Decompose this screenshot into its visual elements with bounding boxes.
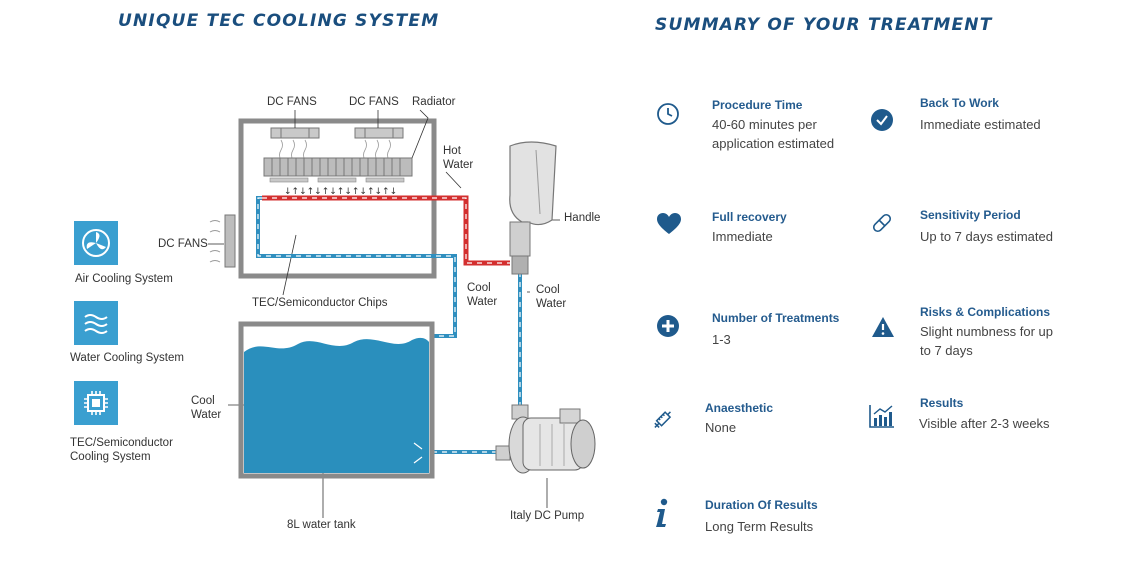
handle-label: Handle bbox=[564, 212, 601, 224]
radiator-label: Radiator bbox=[412, 96, 456, 108]
heart-icon bbox=[657, 213, 681, 234]
risks-title: Risks & Complications bbox=[920, 305, 1051, 319]
back-to-work-value: Immediate estimated bbox=[920, 117, 1041, 132]
sensitivity-period-title: Sensitivity Period bbox=[920, 208, 1021, 222]
duration-value: Long Term Results bbox=[705, 519, 814, 534]
side-fans-label: DC FANS bbox=[158, 238, 208, 250]
side-fan bbox=[208, 214, 236, 268]
plus-circle-icon bbox=[657, 315, 679, 337]
anaesthetic-value: None bbox=[705, 420, 737, 435]
air-cooling-tile bbox=[74, 221, 118, 265]
number-of-treatments-value: 1-3 bbox=[712, 332, 731, 347]
dc-fans-label-2: DC FANS bbox=[349, 96, 399, 108]
water-cooling-tile bbox=[74, 301, 118, 345]
back-to-work-title: Back To Work bbox=[920, 96, 999, 110]
handle bbox=[509, 141, 557, 275]
top-fan-2 bbox=[354, 127, 404, 139]
cool-water-pipe bbox=[256, 196, 457, 338]
hot-water-pipe bbox=[262, 195, 510, 266]
full-recovery-value: Immediate bbox=[712, 229, 773, 244]
tec-cooling-tile bbox=[74, 381, 118, 425]
tank-label: 8L water tank bbox=[287, 519, 356, 531]
check-circle-icon bbox=[871, 109, 893, 131]
radiator: ↓↑↓↑↓↑↓↑↓↑↓↑↓↑↓ bbox=[263, 157, 413, 197]
sensitivity-period-value: Up to 7 days estimated bbox=[920, 229, 1053, 244]
top-fan-1 bbox=[270, 127, 320, 139]
chip-icon bbox=[84, 391, 108, 415]
syringe-icon bbox=[654, 411, 672, 428]
fan-icon bbox=[82, 229, 110, 257]
clock-icon bbox=[657, 103, 679, 125]
water-tank-frame bbox=[238, 321, 435, 479]
right-title: SUMMARY OF YOUR TREATMENT bbox=[655, 15, 993, 35]
svg-text:↓↑↓↑↓↑↓↑↓↑↓↑↓↑↓: ↓↑↓↑↓↑↓↑↓↑↓↑↓↑↓ bbox=[284, 187, 397, 197]
pump-label: Italy DC Pump bbox=[510, 510, 585, 522]
number-of-treatments-title: Number of Treatments bbox=[712, 311, 840, 325]
air-cooling-label: Air Cooling System bbox=[75, 273, 173, 285]
warning-icon bbox=[872, 317, 894, 337]
procedure-time-title: Procedure Time bbox=[712, 98, 803, 112]
chips-label: TEC/Semiconductor Chips bbox=[252, 297, 388, 309]
pill-icon bbox=[872, 213, 892, 233]
results-value: Visible after 2-3 weeks bbox=[919, 416, 1050, 431]
left-title: UNIQUE TEC COOLING SYSTEM bbox=[118, 11, 440, 31]
bar-chart-icon bbox=[869, 405, 894, 428]
pump bbox=[495, 404, 596, 474]
water-cooling-label: Water Cooling System bbox=[70, 352, 184, 364]
results-title: Results bbox=[920, 396, 964, 410]
duration-title: Duration Of Results bbox=[705, 498, 818, 512]
water-waves-icon bbox=[84, 314, 108, 334]
water-tank-water bbox=[244, 337, 429, 473]
dc-fans-label-1: DC FANS bbox=[267, 96, 317, 108]
full-recovery-title: Full recovery bbox=[712, 210, 787, 224]
info-icon bbox=[656, 498, 668, 527]
anaesthetic-title: Anaesthetic bbox=[705, 401, 774, 415]
